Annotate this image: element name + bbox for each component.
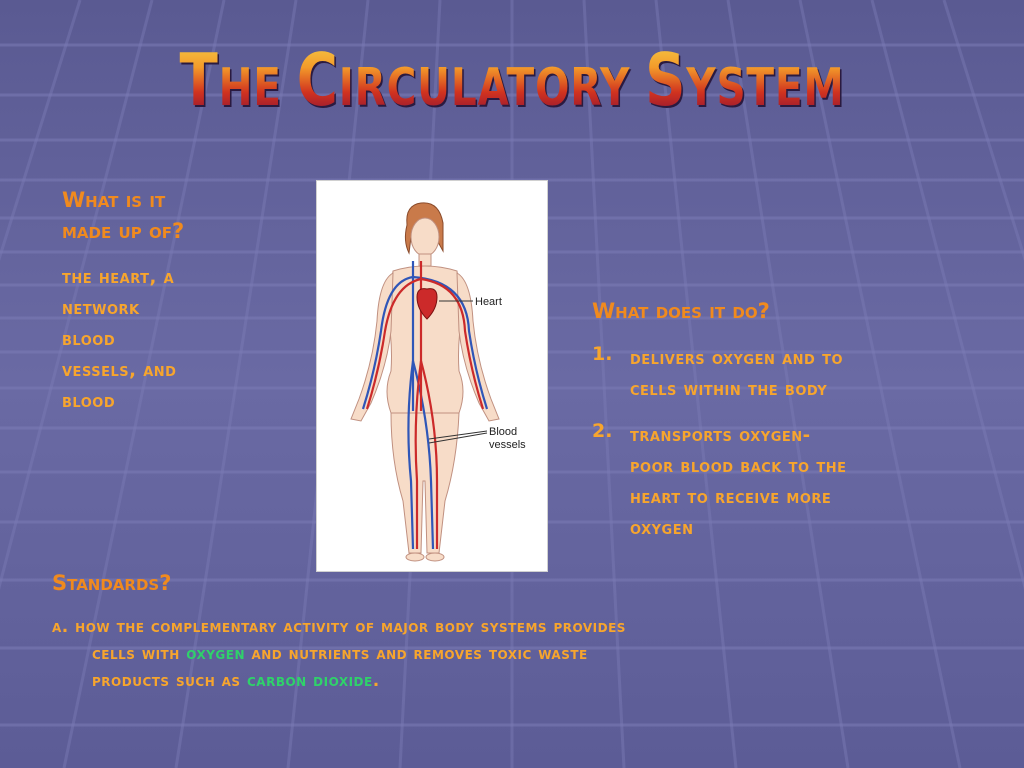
circulatory-figure: Heart Blood vessels <box>316 180 548 572</box>
list-number: 1. <box>592 343 613 365</box>
list-line: cells within the body <box>630 379 828 400</box>
list-text: delivers oxygen and to cells within the … <box>630 343 1010 405</box>
carbon-dioxide-highlight: carbon dioxide <box>247 671 373 691</box>
list-line: heart to receive more <box>630 487 832 508</box>
list-text: transports oxygen- poor blood back to th… <box>630 420 1010 544</box>
title-initial-1: T <box>179 38 219 122</box>
standard-a: a. how the complementary activity of maj… <box>52 614 952 695</box>
heart-label: Heart <box>475 296 502 308</box>
blood-vessels-label-line-2: vessels <box>489 439 526 451</box>
standard-text: cells with <box>92 644 187 664</box>
body-illustration: Heart Blood vessels <box>350 202 526 562</box>
slide-title: The Circulatory System <box>113 38 912 122</box>
answer-line: vessels, and <box>62 360 177 381</box>
made-up-of-heading: What is it made up of? <box>62 185 262 247</box>
standard-a-line-3: products such as carbon dioxide. <box>52 668 952 695</box>
standard-text: products such as <box>92 671 247 691</box>
title-initial-3: S <box>645 38 687 122</box>
list-line: poor blood back to the <box>630 456 847 477</box>
answer-line: blood <box>62 391 116 412</box>
title-word-2: irculatory <box>338 58 631 118</box>
standard-text: and nutrients and removes toxic waste <box>245 644 588 664</box>
standard-text: . <box>372 671 380 691</box>
answer-line: network <box>62 298 140 319</box>
title-initial-2: C <box>296 38 339 122</box>
standard-a-line-1: a. how the complementary activity of maj… <box>52 617 626 637</box>
answer-line: the heart, a <box>62 267 175 288</box>
answer-line: blood <box>62 329 116 350</box>
made-up-of-answer: the heart, a network blood vessels, and … <box>62 262 262 417</box>
oxygen-highlight: oxygen <box>186 644 246 664</box>
title-word-3: ystem <box>686 58 845 118</box>
standards-heading: Standards? <box>52 571 172 595</box>
standard-a-line-2: cells with oxygen and nutrients and remo… <box>52 641 952 668</box>
list-line: transports oxygen- <box>630 425 811 446</box>
list-line: delivers oxygen and to <box>630 348 844 369</box>
made-up-of-heading-line-2: made up of? <box>62 219 185 243</box>
title-word-1: he <box>218 58 282 118</box>
list-number: 2. <box>592 420 613 442</box>
list-line: oxygen <box>630 518 694 539</box>
made-up-of-heading-line-1: What is it <box>62 188 166 212</box>
blood-vessels-label-line-1: Blood <box>489 426 517 438</box>
what-does-it-do-heading: What does it do? <box>592 299 770 323</box>
